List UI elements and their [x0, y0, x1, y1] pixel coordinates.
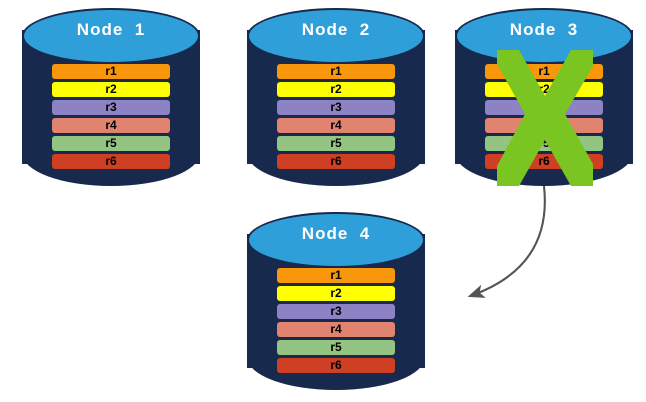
replica-row[interactable]: r1: [277, 64, 395, 79]
replica-row[interactable]: r2: [277, 286, 395, 301]
replica-row[interactable]: r3: [277, 304, 395, 319]
replica-row[interactable]: r4: [52, 118, 170, 133]
replica-row[interactable]: r5: [277, 136, 395, 151]
node-3[interactable]: Node 3 r1 r2 r3 r4 r5 r6: [455, 8, 633, 186]
replica-row[interactable]: r1: [485, 64, 603, 79]
node-1[interactable]: Node 1 r1 r2 r3 r4 r5 r6: [22, 8, 200, 186]
replica-row[interactable]: r6: [277, 358, 395, 373]
replica-row[interactable]: r3: [52, 100, 170, 115]
replica-row[interactable]: r6: [52, 154, 170, 169]
replica-row[interactable]: r1: [52, 64, 170, 79]
replica-row[interactable]: r4: [485, 118, 603, 133]
replica-row[interactable]: r3: [485, 100, 603, 115]
replica-row[interactable]: r2: [485, 82, 603, 97]
replica-row[interactable]: r2: [52, 82, 170, 97]
arrow-node3-to-node4: [467, 185, 546, 298]
node-2[interactable]: Node 2 r1 r2 r3 r4 r5 r6: [247, 8, 425, 186]
replica-row-list: r1 r2 r3 r4 r5 r6: [277, 64, 395, 169]
cylinder-top: [22, 8, 200, 64]
node-4[interactable]: Node 4 r1 r2 r3 r4 r5 r6: [247, 212, 425, 390]
replica-row[interactable]: r6: [485, 154, 603, 169]
node-label: Node 2: [301, 20, 371, 39]
replica-row[interactable]: r4: [277, 322, 395, 337]
replica-row[interactable]: r1: [277, 268, 395, 283]
replica-row[interactable]: r5: [277, 340, 395, 355]
node-label: Node 3: [509, 20, 579, 39]
node-label: Node 4: [301, 224, 371, 243]
replica-row[interactable]: r6: [277, 154, 395, 169]
cylinder-top: [247, 8, 425, 64]
cylinder-top: [247, 212, 425, 268]
replica-row-list: r1 r2 r3 r4 r5 r6: [52, 64, 170, 169]
replica-row-list: r1 r2 r3 r4 r5 r6: [277, 268, 395, 373]
replica-row-list: r1 r2 r3 r4 r5 r6: [485, 64, 603, 169]
replica-row[interactable]: r4: [277, 118, 395, 133]
replica-row[interactable]: r2: [277, 82, 395, 97]
node-label: Node 1: [76, 20, 146, 39]
replica-row[interactable]: r5: [485, 136, 603, 151]
replica-row[interactable]: r5: [52, 136, 170, 151]
replica-row[interactable]: r3: [277, 100, 395, 115]
